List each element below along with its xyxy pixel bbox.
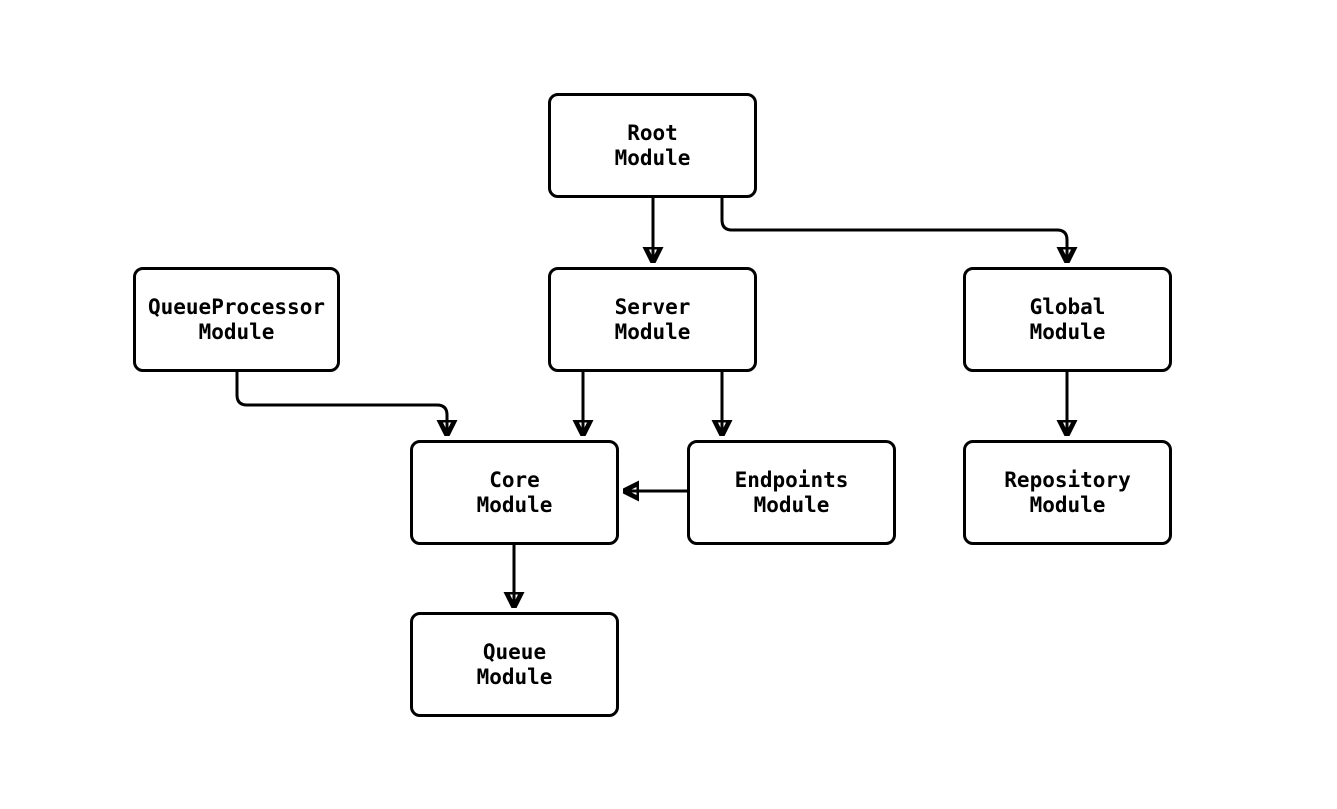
- edge-queueprocessor-to-core: [235, 372, 447, 435]
- node-queue-module: Queue Module: [410, 612, 619, 717]
- node-repository-module: Repository Module: [963, 440, 1172, 545]
- node-core-module: Core Module: [410, 440, 619, 545]
- node-queueprocessor-module: QueueProcessor Module: [133, 267, 340, 372]
- node-server-module: Server Module: [548, 267, 757, 372]
- edge-root-to-global: [720, 198, 1067, 262]
- node-endpoints-module: Endpoints Module: [687, 440, 896, 545]
- node-global-module: Global Module: [963, 267, 1172, 372]
- node-root-module: Root Module: [548, 93, 757, 198]
